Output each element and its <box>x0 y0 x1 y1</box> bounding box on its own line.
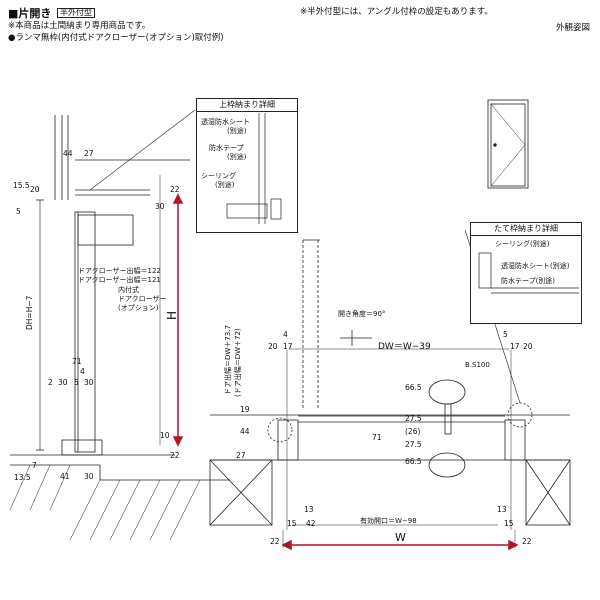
dim-20: 20 <box>30 185 40 194</box>
width-dimension <box>281 539 519 551</box>
dim-22-top: 22 <box>170 185 180 194</box>
dim-10: 10 <box>160 431 170 440</box>
plan-dim-66-5-top: 66.5 <box>405 383 422 392</box>
upper-frame-detail: 上枠納まり詳細 透湿防水シート (別途) 防水テープ (別途) シーリング (別… <box>196 98 298 233</box>
side-detail-title: たて枠納まり詳細 <box>471 223 581 236</box>
upper-detail-title: 上枠納まり詳細 <box>197 99 297 112</box>
upper-detail-label-2: (別途) <box>227 127 247 135</box>
dh-label: DH=H−7 <box>25 295 34 330</box>
plan-dim-22-left: 22 <box>270 537 280 546</box>
plan-dim-26: (26) <box>405 427 421 436</box>
closer-label-a: ドアクローザー出幅＝122 <box>78 267 161 275</box>
closer-title-1: 内付式 <box>118 286 139 294</box>
plan-dim-66-5-bottom: 66.5 <box>405 457 422 466</box>
dim-13-5: 13.5 <box>14 473 31 482</box>
plan-dim-13-right: 13 <box>497 505 507 514</box>
plan-dim-15-right: 15 <box>504 519 514 528</box>
plan-dim-19: 19 <box>240 405 250 414</box>
plan-dim-22-right: 22 <box>522 537 532 546</box>
dim-30-right: 30 <box>84 378 94 387</box>
exterior-door-frame <box>487 99 529 189</box>
bs-label: B.S100 <box>465 361 490 369</box>
h-label: H <box>165 310 179 320</box>
plan-dim-4: 4 <box>283 330 288 339</box>
plan-dim-44: 44 <box>240 427 250 436</box>
plan-dim-27-5-b: 27.5 <box>405 440 422 449</box>
closer-title-2: ドアクローザー <box>118 295 167 303</box>
dim-15-5: 15.5 <box>13 181 30 190</box>
dim-44: 44 <box>63 149 73 158</box>
plan-dim-5: 5 <box>503 330 508 339</box>
dim-2: 2 <box>48 378 53 387</box>
plan-dim-20-right: 20 <box>523 342 533 351</box>
side-detail-label-3: 防水テープ(別途) <box>501 277 556 285</box>
plan-dim-27-5-a: 27.5 <box>405 414 422 423</box>
section-door-panel <box>74 211 96 453</box>
dim-41: 41 <box>60 472 70 481</box>
plan-dim-20-left: 20 <box>268 342 278 351</box>
w-label: W <box>395 531 406 544</box>
upper-detail-label-6: (別途) <box>215 181 235 189</box>
height-dimension <box>172 193 184 447</box>
side-detail-label-2: 透湿防水シート(別途) <box>501 262 570 270</box>
side-frame-detail: たて枠納まり詳細 シーリング(別途) 透湿防水シート(別途) 防水テープ(別途) <box>470 222 582 324</box>
plan-dim-13-left: 13 <box>304 505 314 514</box>
upper-detail-label-4: (別途) <box>227 153 247 161</box>
door-projection-1: ドア出幅＝DW＋73.7 <box>224 325 232 395</box>
dim-30: 30 <box>155 202 165 211</box>
dim-5-mid: 5 <box>74 378 79 387</box>
exterior-label: 外観姿図 <box>556 23 591 33</box>
dw-label: DW＝W−39 <box>378 342 431 352</box>
closer-label-b: ドアクローザー出幅＝121 <box>78 276 161 284</box>
subtitle: ●ランマ無枠(内付式ドアクローザー(オプション)取付例) <box>8 33 224 43</box>
plan-dim-17-left: 17 <box>283 342 293 351</box>
note-left: ※本商品は土間納まり専用商品です。 <box>8 21 151 31</box>
plan-dim-27: 27 <box>236 451 246 460</box>
plan-dim-71: 71 <box>372 433 382 442</box>
upper-detail-label-5: シーリング <box>201 172 236 180</box>
dim-22-bottom: 22 <box>170 451 180 460</box>
angle-label: 開き角度＝90° <box>338 310 386 318</box>
type-tag: 半外付型 <box>57 8 95 18</box>
plan-dim-15-left: 15 <box>287 519 297 528</box>
note-right: ※半外付型には、アングル付枠の設定もあります。 <box>300 7 493 17</box>
plan-dim-42: 42 <box>306 519 316 528</box>
dim-5: 5 <box>16 207 21 216</box>
dim-4: 4 <box>80 367 85 376</box>
side-detail-label-1: シーリング(別途) <box>495 240 550 248</box>
upper-detail-label-3: 防水テープ <box>209 144 244 152</box>
dim-27: 27 <box>84 149 94 158</box>
closer-title-3: (オプション) <box>118 304 159 312</box>
dim-30-mid: 30 <box>58 378 68 387</box>
page-title: ■片開き <box>8 7 52 20</box>
door-projection-2: (ドア出幅＝DW＋72) <box>234 328 242 397</box>
opening-label: 有効開口＝W−98 <box>360 517 417 525</box>
plan-dim-17-right: 17 <box>510 342 520 351</box>
dim-71: 71 <box>72 357 82 366</box>
upper-detail-label-1: 透湿防水シート <box>201 118 250 126</box>
dim-7: 7 <box>32 461 37 470</box>
dim-30-bottom: 30 <box>84 472 94 481</box>
